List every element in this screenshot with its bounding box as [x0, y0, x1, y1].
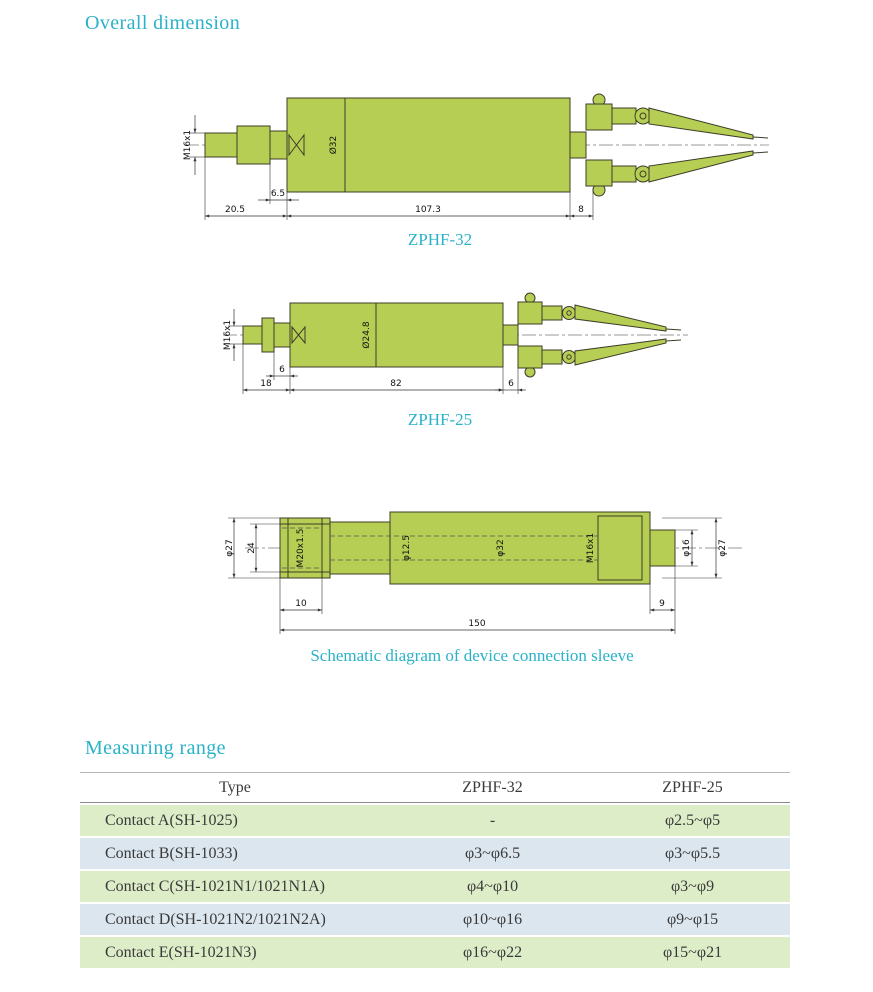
zphf32-shank: [204, 132, 238, 158]
table-row: Contact D(SH-1021N2/1021N2A) φ10~φ16 φ9~…: [80, 904, 790, 935]
zphf32-collar: [236, 125, 271, 165]
zphf32-dimensions: M16x1 Ø32 6.5 20.5 107.3 8: [183, 115, 594, 220]
cell-type: Contact B(SH-1033): [80, 838, 390, 869]
cell-type: Contact E(SH-1021N3): [80, 937, 390, 968]
zphf25-thread-dim: M16x1: [223, 320, 233, 350]
zphf32-step: [269, 130, 288, 160]
zphf25-body-len-dim: 82: [390, 379, 401, 389]
table-header-row: Type ZPHF-32 ZPHF-25: [80, 772, 790, 803]
zphf25-drawing: M16x1 Ø24.8 6 18 82 6: [218, 288, 693, 403]
sleeve-len-total-dim: 150: [468, 619, 485, 629]
sleeve-od-left-dim: φ27: [225, 539, 235, 556]
cell-zphf32: φ3~φ6.5: [390, 838, 595, 869]
sleeve-body: [279, 511, 676, 585]
sleeve-od-stub-dim: φ16: [682, 539, 692, 557]
zphf32-right-len-dim: 8: [578, 205, 584, 215]
sleeve-svg: φ27 24 M20x1.5 φ12.5 φ32 M16x1 φ16 φ27: [225, 511, 745, 634]
sleeve-bore-mid-dim: φ12.5: [402, 535, 412, 561]
sleeve-right-stub: [649, 529, 676, 567]
cell-zphf32: φ10~φ16: [390, 904, 595, 935]
zphf25-clamp-top: [517, 292, 682, 332]
zphf25-dimensions: M16x1 Ø24.8 6 18 82 6: [223, 309, 526, 394]
zphf25-neck: [502, 324, 519, 346]
zphf25-diameter-dim: Ø24.8: [361, 321, 372, 348]
zphf32-diameter-dim: Ø32: [328, 136, 339, 155]
zphf32-body-len-dim: 107.3: [415, 205, 441, 215]
sleeve-main-body: [389, 511, 651, 585]
zphf25-caption: ZPHF-25: [407, 410, 473, 429]
zphf25-clamp-bottom: [517, 338, 682, 378]
measuring-range-heading: Measuring range: [85, 737, 226, 759]
zphf32-main-body: [286, 97, 571, 193]
table-row: Contact C(SH-1021N1/1021N1A) φ4~φ10 φ3~φ…: [80, 871, 790, 902]
sleeve-thread-right-dim: M16x1: [586, 533, 596, 563]
sleeve-mid-section: [329, 521, 391, 575]
cell-type: Contact C(SH-1021N1/1021N1A): [80, 871, 390, 902]
measuring-range-table: Type ZPHF-32 ZPHF-25 Contact A(SH-1025) …: [80, 770, 790, 970]
table-header-type: Type: [80, 772, 390, 803]
cell-type: Contact D(SH-1021N2/1021N2A): [80, 904, 390, 935]
table-row: Contact A(SH-1025) - φ2.5~φ5: [80, 805, 790, 836]
zphf32-caption: ZPHF-32: [407, 230, 473, 249]
table-row: Contact B(SH-1033) φ3~φ6.5 φ3~φ5.5: [80, 838, 790, 869]
cell-zphf32: φ16~φ22: [390, 937, 595, 968]
zphf32-left-len-dim: 20.5: [225, 205, 245, 215]
sleeve-len-left-dim: 10: [295, 599, 307, 609]
table-header-zphf32: ZPHF-32: [390, 772, 595, 803]
zphf25-right-len-dim: 6: [508, 379, 514, 389]
sleeve-thread-left-dim: M20x1.5: [296, 529, 306, 568]
cell-zphf32: φ4~φ10: [390, 871, 595, 902]
zphf25-left-len-dim: 18: [260, 379, 272, 389]
cell-zphf25: φ9~φ15: [595, 904, 790, 935]
sleeve-len-right-dim: 9: [659, 599, 665, 609]
cell-zphf25: φ3~φ5.5: [595, 838, 790, 869]
zphf25-step: [273, 322, 291, 348]
zphf25-step-dim: 6: [279, 365, 285, 375]
sleeve-caption: Schematic diagram of device connection s…: [310, 646, 634, 665]
cell-zphf25: φ15~φ21: [595, 937, 790, 968]
sleeve-dimensions: φ27 24 M20x1.5 φ12.5 φ32 M16x1 φ16 φ27: [225, 517, 728, 634]
cell-zphf32: -: [390, 805, 595, 836]
sleeve-drawing: φ27 24 M20x1.5 φ12.5 φ32 M16x1 φ16 φ27: [210, 500, 755, 650]
zphf32-clamp-top: [585, 93, 769, 140]
cell-zphf25: φ2.5~φ5: [595, 805, 790, 836]
zphf25-svg: M16x1 Ø24.8 6 18 82 6: [223, 292, 688, 394]
sleeve-od-right-dim: φ27: [718, 539, 728, 556]
zphf32-drawing: M16x1 Ø32 6.5 20.5 107.3 8: [165, 88, 775, 228]
zphf32-step-dim: 6.5: [271, 189, 285, 199]
sleeve-thread-insert: [597, 515, 643, 581]
zphf32-neck: [569, 131, 587, 159]
table-row: Contact E(SH-1021N3) φ16~φ22 φ15~φ21: [80, 937, 790, 968]
zphf32-clamp-bottom: [585, 150, 769, 197]
zphf25-main-body: [289, 302, 504, 368]
zphf32-svg: M16x1 Ø32 6.5 20.5 107.3 8: [183, 93, 769, 220]
overall-dimension-heading: Overall dimension: [85, 12, 241, 34]
table-header-zphf25: ZPHF-25: [595, 772, 790, 803]
zphf32-thread-dim: M16x1: [183, 130, 193, 160]
sleeve-bore-left-dim: 24: [247, 542, 257, 554]
zphf32-probe-body: [204, 97, 587, 193]
zphf25-shank: [242, 325, 263, 345]
zphf25-probe-body: [242, 302, 519, 368]
cell-zphf25: φ3~φ9: [595, 871, 790, 902]
sleeve-od-mid-dim: φ32: [496, 539, 506, 556]
zphf25-collar: [261, 317, 275, 353]
cell-type: Contact A(SH-1025): [80, 805, 390, 836]
